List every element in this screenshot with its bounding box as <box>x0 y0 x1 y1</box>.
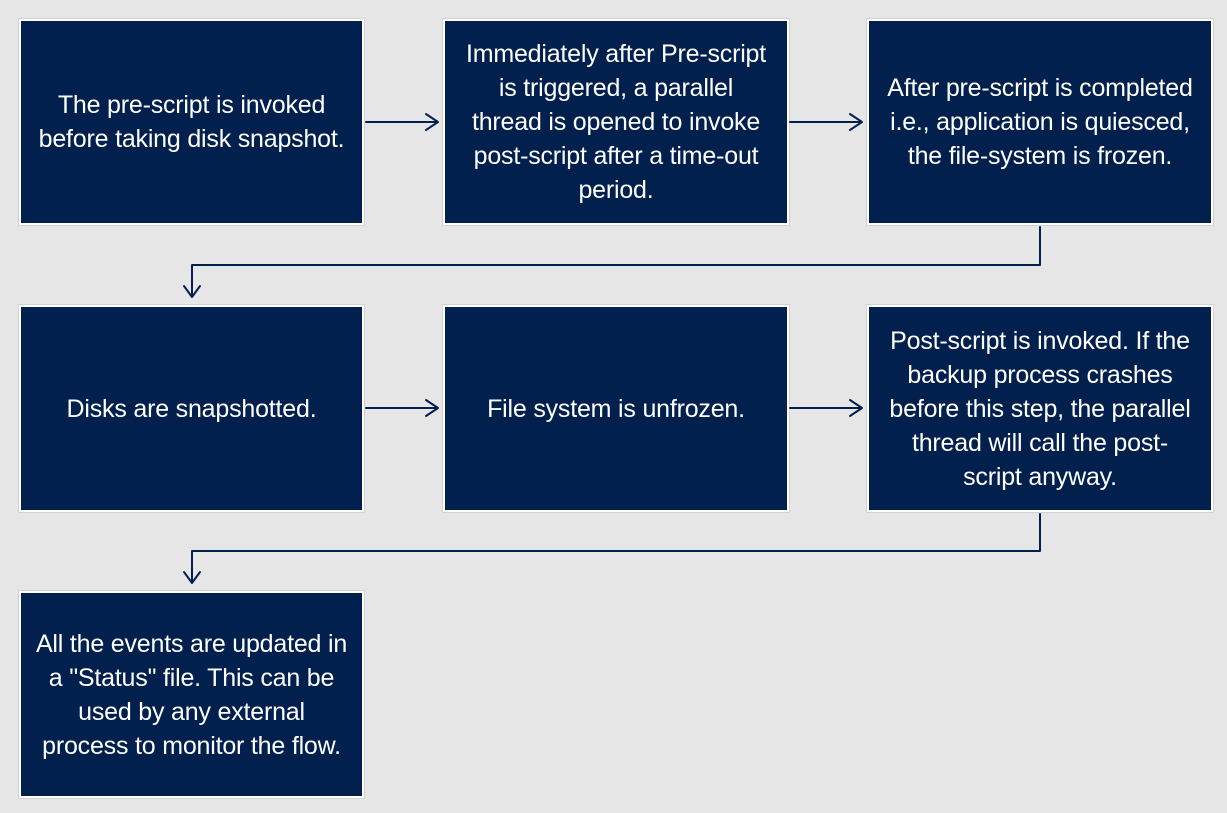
step-file-system-unfrozen: File system is unfrozen. <box>443 305 789 512</box>
arrow-step2-to-step3 <box>789 113 863 131</box>
step-status-file-updated: All the events are updated in a "Status"… <box>19 591 364 798</box>
step-text: All the events are updated in a "Status"… <box>35 629 348 760</box>
step-parallel-thread-opened: Immediately after Pre-script is triggere… <box>443 19 789 225</box>
step-text: File system is unfrozen. <box>487 394 745 423</box>
arrow-step1-to-step2 <box>365 113 439 131</box>
step-disks-snapshotted: Disks are snapshotted. <box>19 305 364 512</box>
step-text: Post-script is invoked. If the backup pr… <box>889 326 1191 491</box>
arrow-step4-to-step5 <box>365 399 439 417</box>
step-file-system-frozen: After pre-script is completed i.e., appl… <box>867 19 1213 225</box>
step-text: Immediately after Pre-script is triggere… <box>465 40 767 204</box>
elbow-connector-step6-to-step7 <box>183 513 1041 584</box>
step-text: The pre-script is invoked before taking … <box>38 91 345 153</box>
elbow-connector-step3-to-step4 <box>183 226 1041 298</box>
step-post-script-invoked: Post-script is invoked. If the backup pr… <box>867 305 1213 512</box>
step-text: After pre-script is completed i.e., appl… <box>887 74 1193 170</box>
arrow-step5-to-step6 <box>789 399 863 417</box>
step-text: Disks are snapshotted. <box>66 394 317 423</box>
step-pre-script-invoked: The pre-script is invoked before taking … <box>19 19 364 225</box>
